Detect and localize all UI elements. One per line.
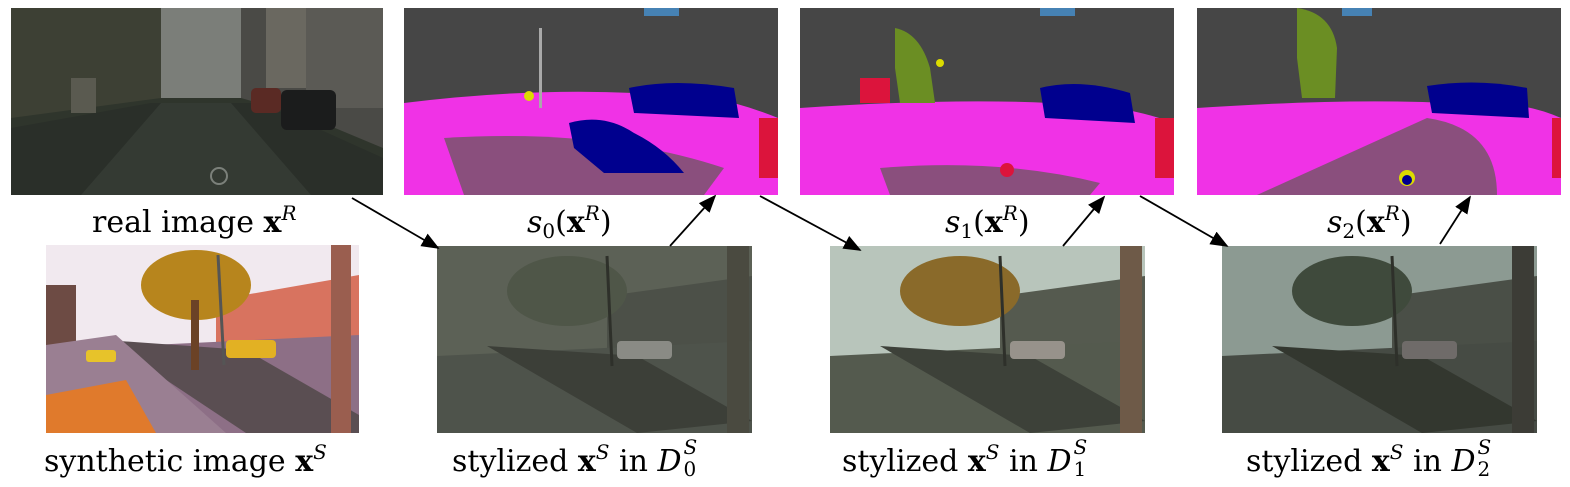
segmentation-0-panel <box>404 8 778 195</box>
stylized-0-panel <box>437 246 752 433</box>
stylized-render-2 <box>1222 246 1537 433</box>
segmentation-map-0 <box>404 8 778 195</box>
synthetic-image-caption: synthetic image xS <box>44 440 327 479</box>
synthetic-street-render <box>46 245 359 433</box>
stylized-render-1 <box>830 246 1145 433</box>
stylized-1-panel <box>830 246 1145 433</box>
synthetic-image-panel <box>46 245 359 433</box>
segmentation-0-caption: s0(xR) <box>527 201 612 243</box>
real-image-panel <box>11 8 383 195</box>
segmentation-2-panel <box>1197 8 1561 195</box>
segmentation-2-caption: s2(xR) <box>1327 201 1412 243</box>
arrow-seg-0-to-stylized-1 <box>759 195 862 251</box>
segmentation-1-panel <box>800 8 1174 195</box>
segmentation-map-2 <box>1197 8 1561 195</box>
segmentation-map-1 <box>800 8 1174 195</box>
real-street-photo <box>11 8 383 195</box>
stylized-render-0 <box>437 246 752 433</box>
real-image-caption: real image xR <box>92 201 297 240</box>
arrow-stylized-2-to-seg-2 <box>1439 195 1471 245</box>
arrow-real-to-stylized-0 <box>351 197 440 249</box>
stylized-2-panel <box>1222 246 1537 433</box>
arrow-stylized-0-to-seg-0 <box>669 194 717 247</box>
segmentation-1-caption: s1(xR) <box>945 201 1030 243</box>
arrow-seg-1-to-stylized-2 <box>1139 195 1229 247</box>
arrow-stylized-1-to-seg-1 <box>1062 195 1106 247</box>
